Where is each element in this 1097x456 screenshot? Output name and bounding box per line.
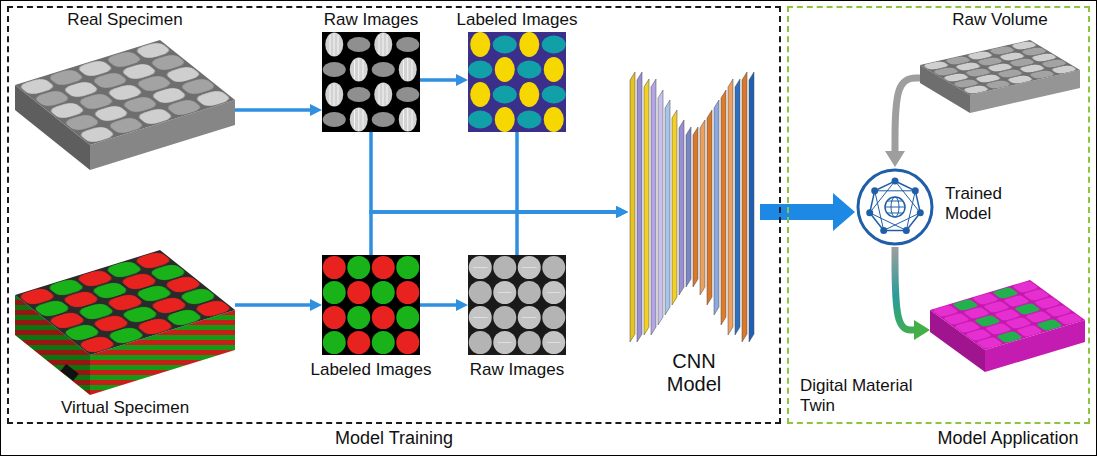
panel-heading: Raw Images <box>470 360 564 380</box>
raw-volume-image <box>920 40 1080 113</box>
real-specimen-image <box>15 40 235 170</box>
flow-arrow <box>517 132 616 212</box>
image-panel: Real Specimen <box>15 40 235 170</box>
training-region: Model TrainingReal SpecimenRaw ImagesLab… <box>7 6 781 424</box>
flow-arrow <box>420 78 456 82</box>
flow-arrow <box>895 78 920 151</box>
image-panel: Labeled Images <box>468 32 566 132</box>
flow-arrow <box>235 108 310 112</box>
panel-heading: CNN Model <box>654 350 734 396</box>
virtual-specimen-image <box>15 250 235 395</box>
image-panel: Raw Volume <box>920 38 1082 118</box>
flow-arrow <box>760 204 833 220</box>
network-panel: Trained Model <box>855 167 935 247</box>
panel-heading: Labeled Images <box>457 10 578 30</box>
application-region: Model ApplicationRaw VolumeTrained Model… <box>787 6 1090 424</box>
panel-heading: Virtual Specimen <box>61 398 189 418</box>
cnn-panel: CNN Model <box>628 70 760 345</box>
flow-arrow <box>517 212 616 255</box>
raw-image-tile <box>322 32 420 132</box>
panel-heading: Raw Images <box>324 10 418 30</box>
panel-heading: Digital Material Twin <box>800 376 918 415</box>
image-panel: Virtual Specimen <box>15 250 235 395</box>
panel-heading: Labeled Images <box>311 360 432 380</box>
network-icon <box>858 170 932 244</box>
panel-heading: Model Application <box>937 428 1078 449</box>
labeled-image-tile <box>468 32 566 132</box>
digital-twin-image <box>930 280 1085 372</box>
image-panel: Digital Material Twin <box>930 278 1087 378</box>
flow-arrow <box>371 132 616 212</box>
image-panel: Labeled Images <box>322 255 420 355</box>
image-panel: Raw Images <box>322 32 420 132</box>
cnn-layers <box>630 72 754 342</box>
panel-heading: Real Specimen <box>67 10 182 30</box>
flow-arrow <box>371 212 616 255</box>
raw-image-tile <box>468 255 566 355</box>
labeled-image-tile <box>322 255 420 355</box>
panel-heading: Model Training <box>335 428 453 449</box>
image-panel: Raw Images <box>468 255 566 355</box>
panel-heading: Raw Volume <box>952 10 1047 30</box>
flow-arrow <box>235 303 310 307</box>
flow-arrow <box>895 247 914 330</box>
flow-arrow <box>420 303 456 307</box>
panel-heading: Trained Model <box>945 184 1035 223</box>
